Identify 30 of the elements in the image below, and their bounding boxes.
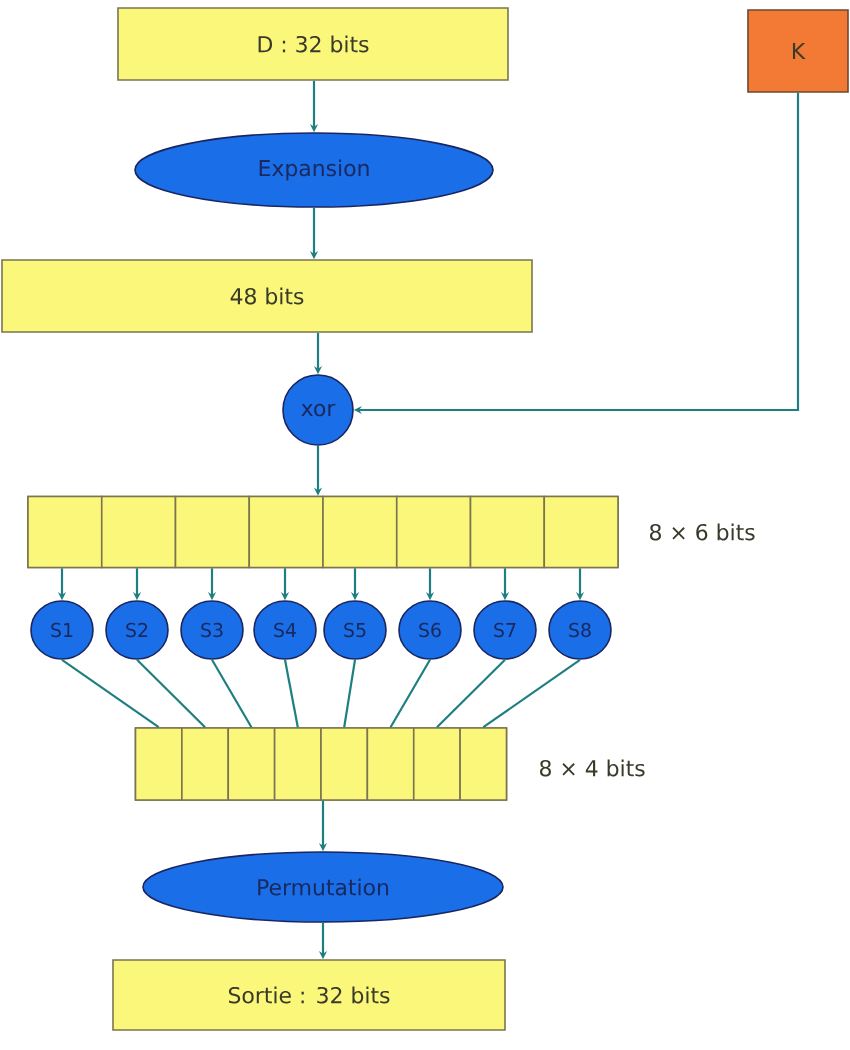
register-cell [27, 495, 103, 569]
register-cell [412, 727, 461, 801]
connector-line [211, 659, 253, 728]
connector-line [136, 659, 206, 728]
connector-line [436, 659, 506, 728]
register-cell [227, 727, 276, 801]
connector-line [343, 659, 357, 728]
register-cell [543, 495, 619, 569]
register-cell [273, 727, 322, 801]
register-cell [174, 495, 251, 569]
key-box: K [747, 9, 849, 93]
register-cell [459, 727, 508, 801]
register-cell [248, 495, 324, 569]
register-cell [134, 727, 183, 801]
connector-line [482, 658, 581, 729]
register-cell [366, 727, 415, 801]
register-cell [100, 495, 177, 569]
process-box: 48 bits [1, 259, 533, 333]
register-cell [469, 495, 546, 569]
process-box: D : 32 bits [117, 7, 509, 81]
process-box: Sortie : 32 bits [112, 959, 506, 1031]
register-cell [322, 495, 398, 569]
row-label: 8 × 6 bits [650, 523, 755, 541]
connector-line [283, 659, 299, 728]
connector-line [389, 659, 431, 728]
register-cell [395, 495, 472, 569]
register-cell [181, 727, 230, 801]
row-label: 8 × 4 bits [540, 759, 645, 777]
register-cell [320, 727, 369, 801]
connector-line [61, 658, 160, 729]
